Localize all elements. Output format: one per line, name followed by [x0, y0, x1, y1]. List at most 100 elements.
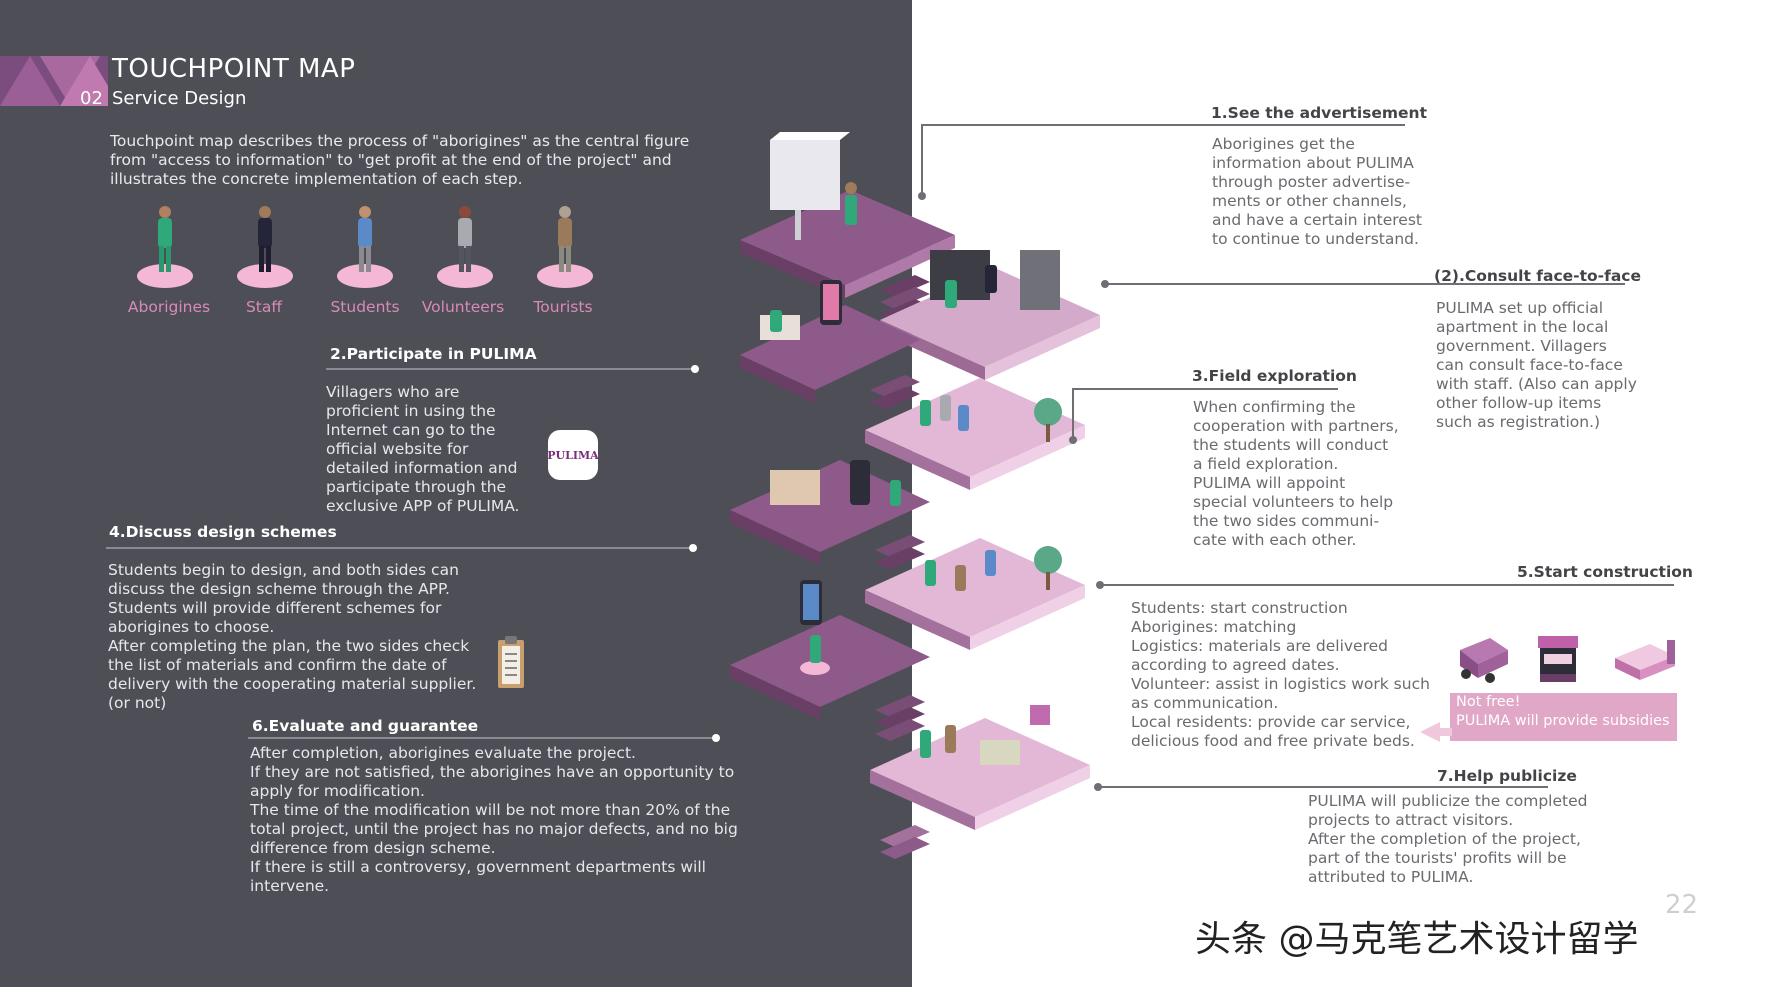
step-2-line: Internet can go to the: [326, 421, 496, 439]
step-1-line: and have a certain interest: [1212, 211, 1422, 229]
platform-consult: [880, 250, 1100, 380]
step-consult-line: apartment in the local: [1436, 318, 1609, 336]
step-5-line: according to agreed dates.: [1131, 656, 1340, 674]
step-3-line: cooperation with partners,: [1193, 417, 1399, 435]
step-6-line: difference from design scheme.: [250, 839, 496, 857]
step-consult-line: other follow-up items: [1436, 394, 1602, 412]
step-3-line: cate with each other.: [1193, 531, 1357, 549]
step-5-line: Logistics: materials are delivered: [1131, 637, 1388, 655]
step-2-line: proficient in using the: [326, 402, 496, 420]
step-4-rule: [106, 547, 694, 549]
step-7-title: 7.Help publicize: [1437, 767, 1577, 785]
step-7-line: attributed to PULIMA.: [1308, 868, 1474, 886]
step-6-connector-dot: [712, 734, 720, 742]
step-consult-rule: [1105, 283, 1625, 285]
volunteers-figure-icon: [437, 206, 493, 288]
step-6-line: intervene.: [250, 877, 330, 895]
step-6-title: 6.Evaluate and guarantee: [252, 717, 479, 735]
step-2-body: Villagers who are proficient in using th…: [326, 383, 519, 516]
step-consult-connector-dot: [1101, 280, 1109, 288]
step-2-line: detailed information and: [326, 459, 518, 477]
pulima-app-icon: PULIMA: [547, 430, 599, 480]
step-6-line: If there is still a controversy, governm…: [250, 858, 706, 876]
intro-line: Touchpoint map describes the process of …: [110, 132, 690, 150]
role-label-students: Students: [330, 298, 400, 316]
step-5-line: Local residents: provide car service,: [1131, 713, 1411, 731]
step-1-line: Aborigines get the: [1212, 135, 1355, 153]
step-6-line: total project, until the project has no …: [250, 820, 738, 838]
step-6-body: After completion, aborigines evaluate th…: [250, 744, 738, 896]
platform-discuss: [730, 460, 930, 565]
step-6-line: apply for modification.: [250, 782, 425, 800]
step-1-leader-vertical: [921, 124, 923, 196]
step-7-connector-dot: [1094, 783, 1102, 791]
aborigines-figure-icon: [137, 206, 193, 288]
step-3-line: a field exploration.: [1193, 455, 1339, 473]
students-figure-icon: [337, 206, 393, 288]
step-5-title: 5.Start construction: [1517, 563, 1693, 581]
step-4-body: Students begin to design, and both sides…: [108, 561, 476, 713]
step-5-line: Students: start construction: [1131, 599, 1348, 617]
subsidy-notice-line1: Not free!: [1456, 694, 1521, 710]
step-1-rule: [921, 124, 1405, 126]
section-subtitle: Service Design: [112, 88, 247, 109]
step-consult-line: can consult face-to-face: [1436, 356, 1623, 374]
car-service-icon: [1460, 638, 1508, 683]
food-stall-icon: [1538, 636, 1578, 682]
step-4-line: discuss the design scheme through the AP…: [108, 580, 450, 598]
role-figures: [137, 206, 593, 288]
step-4-line: the list of materials and confirm the da…: [108, 656, 447, 674]
local-services-icons: [1460, 636, 1675, 683]
step-7-line: part of the tourists' profits will be: [1308, 849, 1567, 867]
subsidy-notice-box: Not free! PULIMA will provide subsidies: [1450, 693, 1677, 741]
step-5-line: Aborigines: matching: [1131, 618, 1297, 636]
step-2-line: official website for: [326, 440, 469, 458]
step-4-line: aborigines to choose.: [108, 618, 275, 636]
step-5-line: as communication.: [1131, 694, 1279, 712]
step-1-line: to continue to understand.: [1212, 230, 1419, 248]
stairs-3: [875, 535, 925, 569]
step-7-line: projects to attract visitors.: [1308, 811, 1514, 829]
platform-advertisement: [740, 132, 955, 298]
step-4-title: 4.Discuss design schemes: [109, 523, 337, 541]
header-banner-graphic: [0, 56, 108, 106]
step-4-line: Students will provide different schemes …: [108, 599, 442, 617]
step-5-line: Volunteer: assist in logistics work such: [1131, 675, 1430, 693]
role-label-tourists: Tourists: [533, 298, 593, 316]
step-consult-body: PULIMA set up official apartment in the …: [1436, 299, 1637, 432]
step-2-line: participate through the: [326, 478, 507, 496]
step-2-line: exclusive APP of PULIMA.: [326, 497, 520, 515]
step-4-line: delivery with the cooperating material s…: [108, 675, 477, 693]
step-3-title: 3.Field exploration: [1192, 367, 1357, 385]
step-3-line: the students will conduct: [1193, 436, 1389, 454]
step-1-title: 1.See the advertisement: [1211, 104, 1427, 122]
intro-line: illustrates the concrete implementation …: [110, 170, 523, 188]
step-4-connector-dot: [689, 544, 697, 552]
right-white-panel: [912, 0, 1766, 987]
step-1-line: ments or other channels,: [1212, 192, 1407, 210]
step-3-line: special volunteers to help: [1193, 493, 1394, 511]
platform-evaluate: [730, 580, 930, 720]
step-2-connector-dot: [691, 365, 699, 373]
step-6-line: After completion, aborigines evaluate th…: [250, 744, 636, 762]
left-dark-panel: [0, 0, 912, 987]
subsidy-notice-line2: PULIMA will provide subsidies: [1456, 713, 1670, 729]
step-5-connector-dot: [1096, 581, 1104, 589]
page-title: TOUCHPOINT MAP: [112, 54, 356, 84]
step-1-line: information about PULIMA: [1212, 154, 1414, 172]
platform-participate: [740, 280, 920, 403]
step-consult-line: government. Villagers: [1436, 337, 1607, 355]
platform-field-exploration: [865, 378, 1085, 490]
step-3-connector-dot: [1069, 436, 1077, 444]
step-2-title: 2.Participate in PULIMA: [330, 345, 537, 363]
footer-watermark-handle: 头条 @马克笔艺术设计留学: [1195, 919, 1639, 960]
stairs-5: [880, 825, 930, 859]
intro-paragraph: Touchpoint map describes the process of …: [110, 132, 700, 189]
step-7-line: After the completion of the project,: [1308, 830, 1581, 848]
step-6-line: If they are not satisfied, the aborigine…: [250, 763, 735, 781]
step-4-line: (or not): [108, 694, 167, 712]
role-label-volunteers: Volunteers: [421, 298, 505, 316]
role-label-aborigines: Aborigines: [127, 298, 211, 316]
step-2-line: Villagers who are: [326, 383, 460, 401]
platform-publicize: [870, 705, 1090, 830]
